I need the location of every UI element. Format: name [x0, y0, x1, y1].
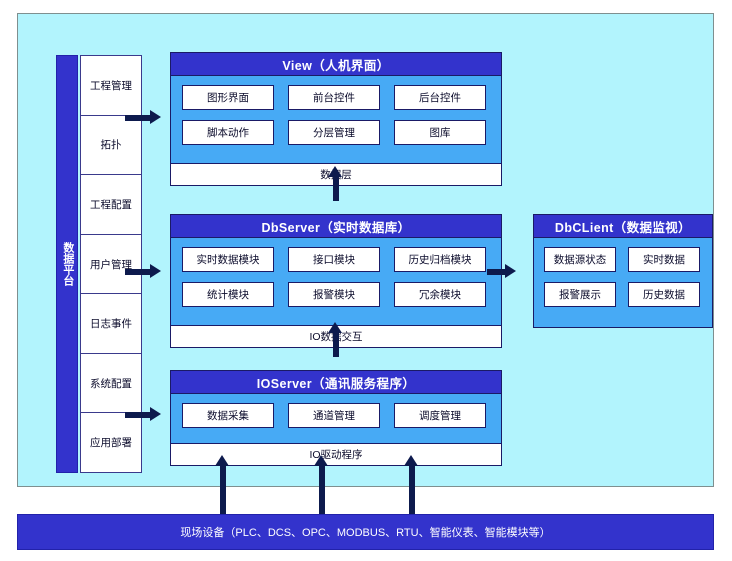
module-label: 历史数据 [643, 289, 685, 301]
panel-ioserver-modules: 数据采集 通道管理 调度管理 [171, 394, 501, 434]
arrow-shaft [333, 332, 339, 357]
platform-item-label: 日志事件 [90, 318, 132, 331]
arrow-shaft [125, 115, 152, 121]
module-foreground-control[interactable]: 前台控件 [288, 85, 380, 110]
arrow-field-to-ioserver-center [314, 455, 329, 515]
arrow-shaft [487, 269, 507, 275]
arrow-shaft [125, 269, 152, 275]
arrow-dbserver-to-view [328, 166, 343, 201]
platform-item-user-management[interactable]: 用户管理 [80, 233, 142, 294]
platform-item-system-config[interactable]: 系统配置 [80, 352, 142, 413]
module-graphic-library[interactable]: 图库 [394, 120, 486, 145]
module-history-data[interactable]: 历史数据 [628, 282, 700, 307]
module-label: 实时数据 [643, 254, 685, 266]
platform-item-topology[interactable]: 拓扑 [80, 114, 142, 175]
module-realtime-data-view[interactable]: 实时数据 [628, 247, 700, 272]
panel-dbserver-modules: 实时数据模块 接口模块 历史归档模块 统计模块 报警模块 冗余模块 [171, 238, 501, 313]
platform-item-label: 工程管理 [90, 79, 132, 92]
module-script-action[interactable]: 脚本动作 [182, 120, 274, 145]
arrow-head [150, 407, 161, 421]
module-alarm-display[interactable]: 报警展示 [544, 282, 616, 307]
platform-item-label: 应用部署 [90, 437, 132, 450]
platform-item-label: 用户管理 [90, 258, 132, 271]
module-label: 历史归档模块 [408, 254, 472, 266]
module-layer-management[interactable]: 分层管理 [288, 120, 380, 145]
module-label: 数据源状态 [553, 254, 607, 266]
module-channel-management[interactable]: 通道管理 [288, 403, 380, 428]
module-label: 接口模块 [313, 254, 355, 266]
panel-dbserver-title: DbServer（实时数据库） [171, 215, 501, 238]
arrow-head [404, 455, 418, 466]
arrow-field-to-ioserver-right [404, 455, 419, 515]
arrow-head [314, 455, 328, 466]
module-label: 通道管理 [313, 410, 355, 422]
module-history-archive[interactable]: 历史归档模块 [394, 247, 486, 272]
module-data-acquisition[interactable]: 数据采集 [182, 403, 274, 428]
arrow-head [150, 264, 161, 278]
panel-dbclient-title: DbCLient（数据监视） [534, 215, 712, 238]
panel-view-modules: 图形界面 前台控件 后台控件 脚本动作 分层管理 图库 [171, 76, 501, 151]
module-realtime-data[interactable]: 实时数据模块 [182, 247, 274, 272]
arrow-head [328, 322, 342, 333]
arrow-shaft [125, 412, 152, 418]
module-scheduling-management[interactable]: 调度管理 [394, 403, 486, 428]
module-label: 冗余模块 [419, 289, 461, 301]
platform-item-label: 拓扑 [100, 139, 122, 152]
platform-item-project-management[interactable]: 工程管理 [80, 55, 142, 115]
arrow-shaft [333, 176, 339, 201]
arrow-shaft [409, 465, 415, 515]
module-label: 前台控件 [313, 92, 355, 104]
module-label: 后台控件 [419, 92, 461, 104]
platform-item-label: 工程配置 [90, 198, 132, 211]
arrow-head [505, 264, 516, 278]
panel-dbclient-modules: 数据源状态 实时数据 报警展示 历史数据 [534, 238, 712, 316]
arrow-platform-to-dbserver [125, 264, 161, 279]
arrow-head [215, 455, 229, 466]
platform-item-project-config[interactable]: 工程配置 [80, 174, 142, 234]
data-platform-item-list: 工程管理 拓扑 工程配置 用户管理 日志事件 系统配置 应用部署 [80, 55, 142, 474]
panel-ioserver: IOServer（通讯服务程序） 数据采集 通道管理 调度管理 IO驱动程序 [170, 370, 502, 466]
module-label: 统计模块 [207, 289, 249, 301]
platform-item-app-deploy[interactable]: 应用部署 [80, 412, 142, 474]
module-label: 图形界面 [207, 92, 249, 104]
module-label: 调度管理 [419, 410, 461, 422]
module-label: 分层管理 [313, 127, 355, 139]
panel-dbserver: DbServer（实时数据库） 实时数据模块 接口模块 历史归档模块 统计模块 … [170, 214, 502, 348]
diagram-stage: 数据平台 工程管理 拓扑 工程配置 用户管理 日志事件 系统配置 应用部署 Vi… [17, 13, 714, 515]
arrow-head [150, 110, 161, 124]
module-interface[interactable]: 接口模块 [288, 247, 380, 272]
arrow-platform-to-view [125, 110, 161, 125]
module-redundancy[interactable]: 冗余模块 [394, 282, 486, 307]
module-label: 脚本动作 [207, 127, 249, 139]
data-platform-rail: 数据平台 [56, 55, 78, 473]
platform-item-label: 系统配置 [90, 377, 132, 390]
arrow-shaft [220, 465, 226, 515]
arrow-ioserver-to-dbserver [328, 322, 343, 357]
panel-dbclient: DbCLient（数据监视） 数据源状态 实时数据 报警展示 历史数据 [533, 214, 713, 328]
arrow-field-to-ioserver-left [215, 455, 230, 515]
module-alarm[interactable]: 报警模块 [288, 282, 380, 307]
module-datasource-status[interactable]: 数据源状态 [544, 247, 616, 272]
arrow-dbserver-to-dbclient [487, 264, 516, 279]
arrow-shaft [319, 465, 325, 515]
field-device-bar: 现场设备（PLC、DCS、OPC、MODBUS、RTU、智能仪表、智能模块等） [17, 514, 714, 550]
panel-ioserver-title: IOServer（通讯服务程序） [171, 371, 501, 394]
module-label: 数据采集 [207, 410, 249, 422]
module-background-control[interactable]: 后台控件 [394, 85, 486, 110]
arrow-platform-to-ioserver [125, 407, 161, 422]
platform-item-log-events[interactable]: 日志事件 [80, 293, 142, 353]
data-platform-rail-label: 数据平台 [61, 242, 74, 286]
panel-view-title: View（人机界面） [171, 53, 501, 76]
module-label: 实时数据模块 [196, 254, 260, 266]
module-label: 图库 [429, 127, 451, 139]
module-statistics[interactable]: 统计模块 [182, 282, 274, 307]
arrow-head [328, 166, 342, 177]
module-label: 报警模块 [313, 289, 355, 301]
module-label: 报警展示 [559, 289, 601, 301]
field-device-bar-label: 现场设备（PLC、DCS、OPC、MODBUS、RTU、智能仪表、智能模块等） [180, 527, 551, 539]
module-graphic-ui[interactable]: 图形界面 [182, 85, 274, 110]
